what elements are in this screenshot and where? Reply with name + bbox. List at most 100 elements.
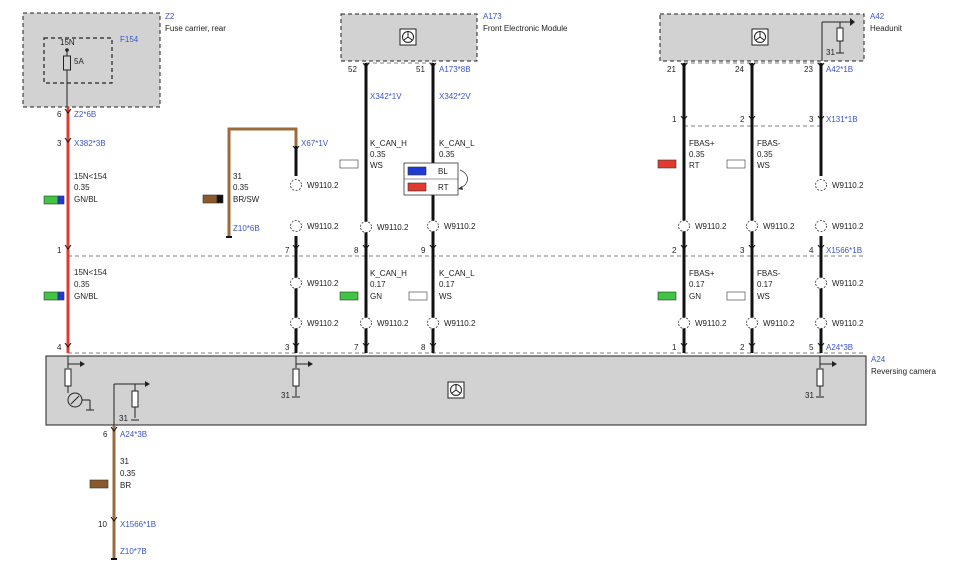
alternative-color-box: BL RT	[403, 162, 468, 196]
splice-circle	[815, 220, 827, 232]
pin-number: 4	[57, 343, 62, 352]
splice-circle	[360, 317, 372, 329]
splice-circle	[746, 317, 758, 329]
connector-x1566-1b: X1566*1B	[826, 246, 862, 255]
svg-text:BR/SW: BR/SW	[233, 195, 260, 204]
fuse-terminal-label: 15N	[60, 38, 75, 47]
pin-marker	[817, 62, 825, 68]
wire-label-kcan-h-bottom: K_CAN_H 0.17 GN	[370, 269, 407, 301]
svg-text:WS: WS	[370, 161, 383, 170]
pin-number: 21	[667, 65, 676, 74]
pin-marker	[429, 62, 437, 68]
splice-circle	[290, 317, 302, 329]
svg-text:31: 31	[120, 457, 129, 466]
a24-name: Reversing camera	[871, 367, 936, 376]
svg-text:0.17: 0.17	[689, 280, 705, 289]
svg-text:0.35: 0.35	[439, 150, 455, 159]
splice-circle	[815, 277, 827, 289]
svg-text:K_CAN_H: K_CAN_H	[370, 269, 407, 278]
splice-circle	[427, 317, 439, 329]
pin-number: 51	[416, 65, 425, 74]
splice-circle	[746, 220, 758, 232]
a24-ground-label-3: 31	[805, 391, 814, 400]
pin-marker	[680, 115, 688, 121]
color-chip-red	[407, 182, 427, 192]
color-chip-blue	[407, 166, 427, 176]
color-chip-green	[657, 291, 677, 301]
svg-text:K_CAN_L: K_CAN_L	[439, 269, 475, 278]
pin-number: 3	[740, 246, 745, 255]
color-chip-brown	[202, 194, 218, 204]
splice-circle	[290, 179, 302, 191]
svg-text:0.35: 0.35	[120, 469, 136, 478]
a24-ground-label-1: 31	[119, 414, 128, 423]
a24-ground-label-2: 31	[281, 391, 290, 400]
wire-label-15n-top: 15N<154 0.35 GN/BL	[74, 172, 107, 204]
a42-name: Headunit	[870, 24, 903, 33]
pin-number: 1	[672, 343, 677, 352]
svg-text:0.17: 0.17	[370, 280, 386, 289]
alt-color-rt: RT	[438, 183, 449, 192]
pin-marker	[748, 115, 756, 121]
fuse-rating: 5A	[74, 57, 84, 66]
pin-marker	[680, 244, 688, 250]
pin-marker	[64, 108, 72, 114]
svg-text:WS: WS	[439, 292, 452, 301]
svg-text:0.35: 0.35	[370, 150, 386, 159]
pin-marker	[110, 516, 118, 522]
svg-text:RT: RT	[689, 161, 700, 170]
pin-number: 2	[672, 246, 677, 255]
connector-z10-6b: Z10*6B	[233, 224, 260, 233]
pin-marker	[817, 244, 825, 250]
pin-marker	[362, 62, 370, 68]
svg-text:K_CAN_L: K_CAN_L	[439, 139, 475, 148]
module-a42: 31	[659, 13, 865, 62]
connector-a42-1b: A42*1B	[826, 65, 853, 74]
pin-marker	[680, 62, 688, 68]
pin-marker	[292, 342, 300, 348]
svg-text:GN/BL: GN/BL	[74, 292, 99, 301]
svg-text:0.17: 0.17	[439, 280, 455, 289]
pin-number: 1	[57, 246, 62, 255]
pin-marker	[110, 426, 118, 432]
pin-number: 3	[57, 139, 62, 148]
splice-circle	[290, 277, 302, 289]
splice-circle	[678, 220, 690, 232]
wire-label-fbas-plus-bottom: FBAS+ 0.17 GN	[689, 269, 715, 301]
ground-icon	[836, 51, 844, 54]
svg-text:K_CAN_H: K_CAN_H	[370, 139, 407, 148]
svg-text:15N<154: 15N<154	[74, 172, 107, 181]
splice-label: W9110.2	[307, 279, 339, 288]
connector-x382-3b: X382*3B	[74, 139, 106, 148]
connector-a173-8b: A173*8B	[439, 65, 471, 74]
pin-number: 3	[285, 343, 290, 352]
splice-label: W9110.2	[377, 319, 409, 328]
connector-x67-1v: X67*1V	[301, 139, 329, 148]
fuse-code: F154	[120, 35, 139, 44]
wire-label-fbas-minus-bottom: FBAS- 0.17 WS	[757, 269, 781, 301]
pin-number: 4	[809, 246, 814, 255]
svg-text:0.35: 0.35	[74, 183, 90, 192]
wire-label-15n-bottom: 15N<154 0.35 GN/BL	[74, 268, 107, 301]
pin-number: 7	[354, 343, 359, 352]
color-chip-brown	[89, 479, 109, 489]
splice-label: W9110.2	[377, 223, 409, 232]
svg-text:FBAS-: FBAS-	[757, 269, 781, 278]
splice-circle	[360, 221, 372, 233]
pin-marker	[429, 244, 437, 250]
splice-label: W9110.2	[307, 222, 339, 231]
pin-marker	[748, 62, 756, 68]
wire-label-31-camera: 31 0.35 BR	[120, 457, 136, 490]
svg-text:GN: GN	[370, 292, 382, 301]
splice-label: W9110.2	[695, 222, 727, 231]
splice-label: W9110.2	[307, 319, 339, 328]
wire-label-kcan-l-bottom: K_CAN_L 0.17 WS	[439, 269, 475, 301]
pin-marker	[429, 342, 437, 348]
pin-marker	[817, 115, 825, 121]
connector-x1566-1b-bottom: X1566*1B	[120, 520, 156, 529]
a173-code: A173	[483, 12, 502, 21]
splice-label: W9110.2	[695, 319, 727, 328]
pin-number: 1	[672, 115, 677, 124]
a42-ground-label: 31	[826, 48, 835, 57]
